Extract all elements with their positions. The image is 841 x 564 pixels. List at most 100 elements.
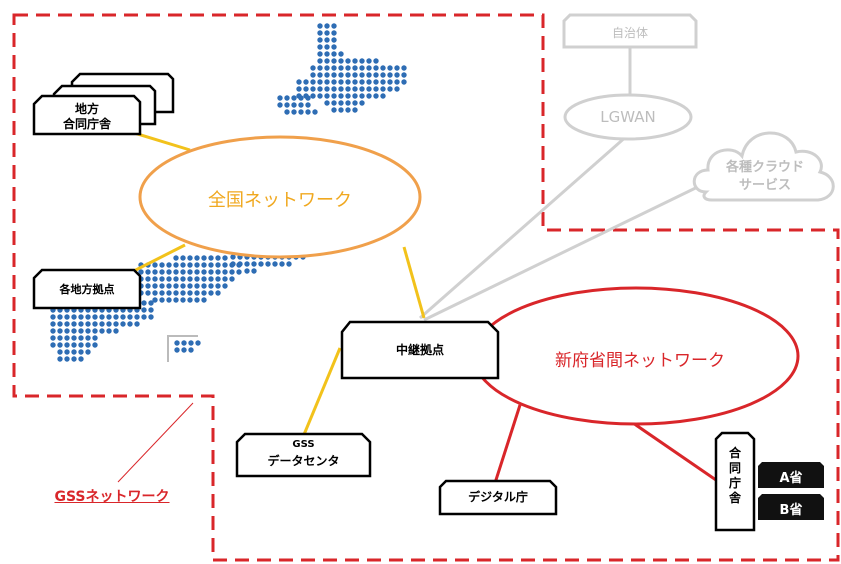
map-dot: [187, 262, 193, 268]
jichitai-box: [562, 13, 698, 49]
gss-pointer-line: [117, 402, 194, 483]
map-dot: [71, 328, 77, 334]
map-dot: [152, 290, 158, 296]
map-dot: [387, 65, 393, 71]
map-dot: [173, 297, 179, 303]
map-dot: [352, 86, 358, 92]
map-dot: [394, 65, 400, 71]
map-dot: [324, 30, 330, 36]
national-network-label: 全国ネットワーク: [208, 190, 352, 211]
map-dot: [159, 283, 165, 289]
map-dot: [324, 51, 330, 57]
map-dot: [277, 102, 283, 108]
map-dot: [64, 314, 70, 320]
map-dot: [148, 314, 154, 320]
relay-base-box: [340, 320, 500, 380]
map-dot: [152, 297, 158, 303]
map-dot: [166, 297, 172, 303]
red-links: [493, 404, 717, 484]
inset-frame: [167, 335, 198, 362]
map-dot: [324, 79, 330, 85]
map-dot: [57, 349, 63, 355]
map-dot: [92, 342, 98, 348]
map-dot: [317, 58, 323, 64]
map-dot: [106, 321, 112, 327]
map-dot: [201, 297, 207, 303]
map-dot: [78, 335, 84, 341]
map-dot: [352, 65, 358, 71]
map-dot: [338, 86, 344, 92]
map-dot: [201, 283, 207, 289]
map-dot: [303, 79, 309, 85]
map-dot: [174, 340, 180, 346]
map-dot: [106, 314, 112, 320]
map-dot: [387, 72, 393, 78]
map-dot: [222, 269, 228, 275]
new-ministry-network-label: 新府省間ネットワーク: [555, 351, 725, 371]
map-dot: [159, 276, 165, 282]
map-dot: [188, 347, 194, 353]
gray-links: [419, 47, 713, 322]
ministry-b-label: B省: [779, 503, 803, 518]
map-dot: [85, 335, 91, 341]
chiho-label-1: 地方: [74, 102, 99, 116]
cloud-label-1: 各種クラウド: [725, 160, 804, 175]
map-dot: [359, 58, 365, 64]
map-dot: [366, 65, 372, 71]
map-dot: [279, 261, 285, 267]
gss-datacenter-label-2: データセンタ: [267, 454, 340, 468]
map-dot: [229, 262, 235, 268]
map-dot: [317, 37, 323, 43]
map-dot: [152, 283, 158, 289]
map-dot: [338, 100, 344, 106]
map-dot: [208, 269, 214, 275]
map-dot: [331, 107, 337, 113]
map-dot: [152, 269, 158, 275]
map-dot: [310, 72, 316, 78]
map-dot: [120, 321, 126, 327]
map-dot: [166, 283, 172, 289]
map-dot: [50, 314, 56, 320]
map-dot: [324, 65, 330, 71]
map-dot: [324, 93, 330, 99]
map-dot: [174, 347, 180, 353]
map-dot: [352, 72, 358, 78]
map-dot: [57, 328, 63, 334]
cloud-label-2: サービス: [738, 178, 791, 193]
map-dot: [173, 262, 179, 268]
map-dot: [345, 100, 351, 106]
map-dot: [148, 300, 154, 306]
map-dot: [394, 72, 400, 78]
map-dot: [180, 283, 186, 289]
map-dot: [64, 321, 70, 327]
map-dot: [229, 276, 235, 282]
map-dot: [201, 290, 207, 296]
map-dot: [194, 276, 200, 282]
map-dot: [265, 261, 271, 267]
map-dot: [208, 283, 214, 289]
map-dot: [338, 72, 344, 78]
national-network-ellipse: [138, 135, 422, 259]
map-dot: [113, 328, 119, 334]
map-dot: [352, 58, 358, 64]
map-dot: [85, 349, 91, 355]
map-dot: [296, 86, 302, 92]
map-dot: [166, 276, 172, 282]
map-dot: [236, 269, 242, 275]
map-dot: [291, 95, 297, 101]
digital-agency-label: デジタル庁: [468, 490, 528, 504]
map-dot: [71, 349, 77, 355]
map-dot: [99, 314, 105, 320]
map-dot: [387, 86, 393, 92]
map-dot: [194, 283, 200, 289]
map-dot: [187, 276, 193, 282]
map-dot: [284, 102, 290, 108]
map-dot: [222, 262, 228, 268]
map-dot: [50, 328, 56, 334]
relay-base-label: 中継拠点: [395, 343, 444, 357]
map-dot: [352, 79, 358, 85]
map-dot: [57, 356, 63, 362]
map-dot: [230, 254, 236, 260]
map-dot: [244, 261, 250, 267]
